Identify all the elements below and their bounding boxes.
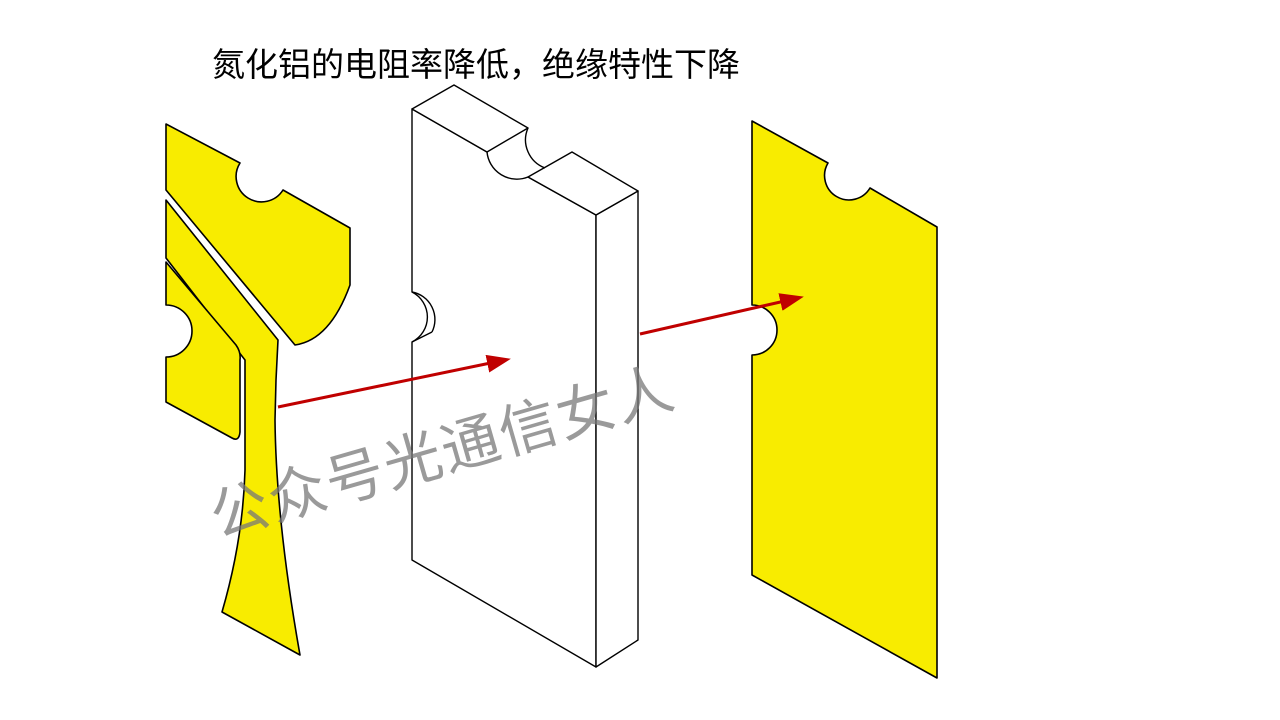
- signal-trace: [165, 199, 301, 656]
- substrate-front-face: [411, 108, 597, 668]
- arrow-front-to-substrate: [277, 354, 511, 409]
- arrow-substrate-to-back: [639, 293, 804, 336]
- slide-title: 氮化铝的电阻率降低，绝缘特性下降: [212, 45, 740, 84]
- aln-substrate-block: [411, 84, 639, 668]
- backside-metal-layer: [751, 120, 938, 679]
- substrate-notch-side: [411, 291, 436, 343]
- substrate-notch-top: [524, 127, 546, 169]
- substrate-top-face-right: [527, 151, 639, 216]
- top-electrode-pad: [165, 123, 351, 346]
- lower-electrode-pad: [165, 261, 241, 440]
